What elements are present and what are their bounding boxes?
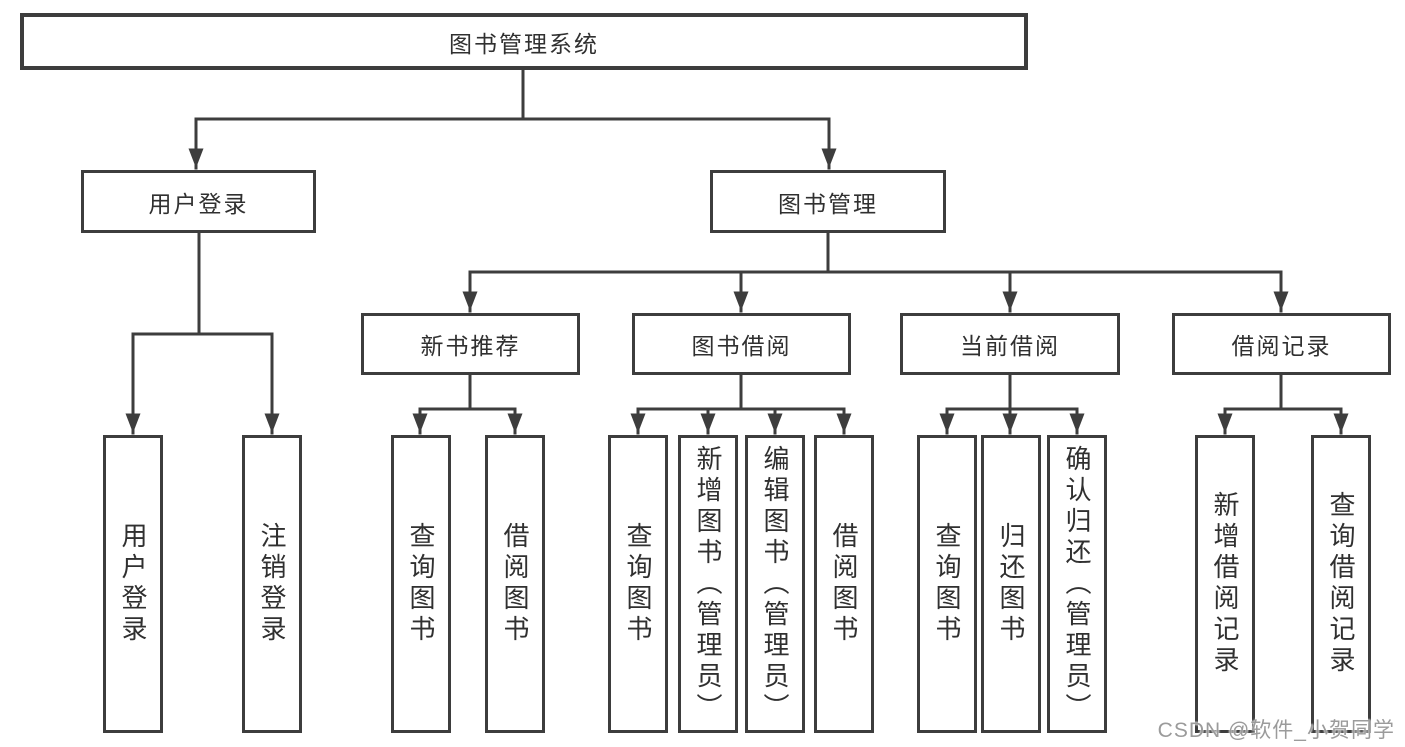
csdn-watermark: CSDN @软件_小贺同学 xyxy=(1157,719,1395,742)
node-label: 用户登录 xyxy=(148,190,249,217)
node-label: 借阅记录 xyxy=(1231,333,1332,359)
leaf-label: 查询图书 xyxy=(932,522,962,646)
node-library-system: 图书管理系统 xyxy=(20,13,1028,70)
leaf-add-books-admin: 新增图书（管理员） xyxy=(678,435,738,733)
leaf-query-books-borrow: 查询图书 xyxy=(608,435,668,733)
leaf-borrow-books-recommend: 借阅图书 xyxy=(485,435,545,733)
leaf-label: 编辑图书（管理员） xyxy=(760,444,790,724)
leaf-label: 新增图书（管理员） xyxy=(693,444,723,724)
leaf-label: 查询图书 xyxy=(406,522,436,646)
node-label: 图书借阅 xyxy=(691,333,792,359)
leaf-label: 归还图书 xyxy=(996,522,1026,646)
leaf-label: 确认归还（管理员） xyxy=(1062,444,1092,724)
leaf-user-login: 用户登录 xyxy=(103,435,163,733)
node-book-borrow: 图书借阅 xyxy=(632,313,851,375)
leaf-label: 借阅图书 xyxy=(500,522,530,646)
leaf-label: 查询图书 xyxy=(623,522,653,646)
node-label: 新书推荐 xyxy=(420,333,521,359)
node-user-login: 用户登录 xyxy=(81,170,316,233)
leaf-edit-books-admin: 编辑图书（管理员） xyxy=(745,435,805,733)
leaf-label: 注销登录 xyxy=(257,522,287,646)
node-label: 图书管理 xyxy=(778,190,878,217)
node-label: 当前借阅 xyxy=(960,333,1060,359)
leaf-add-borrow-record: 新增借阅记录 xyxy=(1195,435,1255,733)
node-new-book-recommend: 新书推荐 xyxy=(361,313,580,375)
node-borrow-records: 借阅记录 xyxy=(1172,313,1391,375)
leaf-label: 查询借阅记录 xyxy=(1326,491,1356,677)
leaf-query-books-current: 查询图书 xyxy=(917,435,977,733)
leaf-label: 新增借阅记录 xyxy=(1210,491,1240,677)
leaf-label: 借阅图书 xyxy=(829,522,859,646)
node-book-management: 图书管理 xyxy=(710,170,946,233)
leaf-logout: 注销登录 xyxy=(242,435,302,733)
leaf-query-books-recommend: 查询图书 xyxy=(391,435,451,733)
leaf-confirm-return-admin: 确认归还（管理员） xyxy=(1047,435,1107,733)
node-label: 图书管理系统 xyxy=(449,30,599,57)
leaf-borrow-books: 借阅图书 xyxy=(814,435,874,733)
node-current-borrow: 当前借阅 xyxy=(900,313,1120,375)
leaf-return-books: 归还图书 xyxy=(981,435,1041,733)
leaf-label: 用户登录 xyxy=(118,522,148,646)
leaf-query-borrow-record: 查询借阅记录 xyxy=(1311,435,1371,733)
